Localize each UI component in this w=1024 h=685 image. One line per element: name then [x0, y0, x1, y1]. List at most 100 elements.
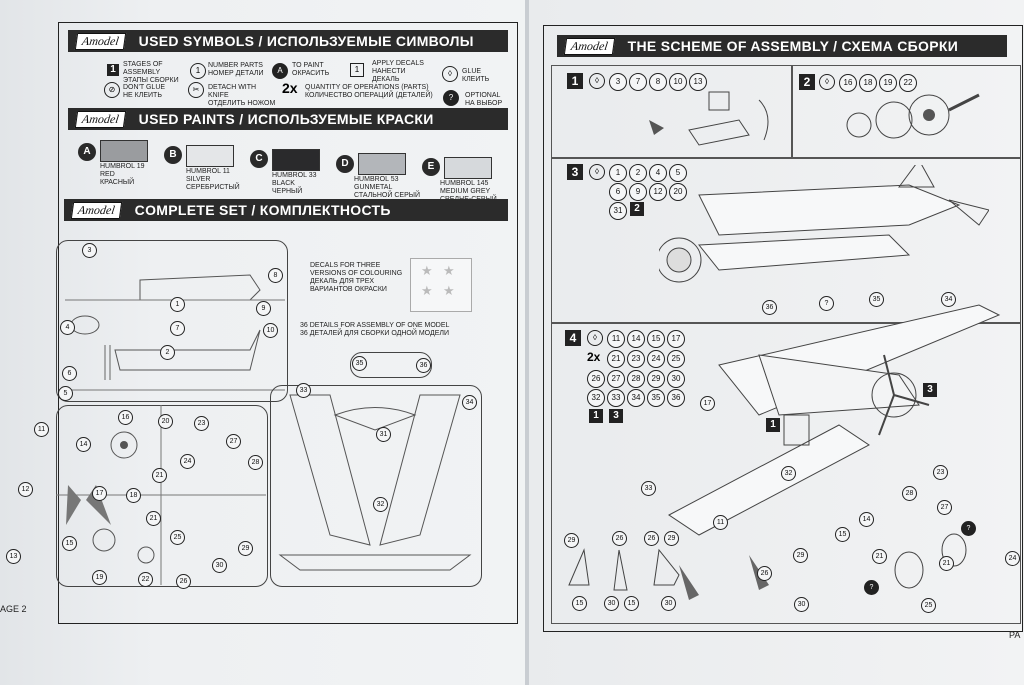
part-17-label: 17 — [92, 486, 107, 501]
symbols-banner: Amodel USED SYMBOLS / ИСПОЛЬЗУЕМЫЕ СИМВО… — [68, 30, 508, 52]
details-note: 36 DETAILS FOR ASSEMBLY OF ONE MODEL 36 … — [300, 322, 450, 337]
decal-sheet-image: ★★ ★★ — [410, 258, 472, 312]
part-26-label: 26 — [176, 574, 191, 589]
final-assembly-drawing — [668, 304, 1001, 600]
detail-30-a: 30 — [604, 596, 619, 611]
assembly-banner: Amodel THE SCHEME OF ASSEMBLY / СХЕМА СБ… — [557, 35, 1007, 57]
part-28-callout: 28 — [902, 486, 917, 501]
left-frame — [58, 22, 518, 624]
paint-a-icon: A — [78, 143, 96, 161]
part-23-label: 23 — [194, 416, 209, 431]
part-26-callout: 26 — [757, 566, 772, 581]
step2-part-18: 18 — [859, 74, 877, 92]
step3-part-4: 4 — [649, 164, 667, 182]
amodel-logo: Amodel — [74, 32, 126, 50]
small-parts-drawing — [56, 405, 266, 585]
detail-29-b: 29 — [664, 531, 679, 546]
optional-icon: ? — [443, 90, 459, 106]
step4-part-26: 26 — [587, 370, 605, 388]
landing-gear-details-drawing — [568, 548, 680, 591]
step4-part-23: 23 — [627, 350, 645, 368]
part-15-callout: 15 — [835, 527, 850, 542]
part-21-label: 21 — [152, 468, 167, 483]
detail-29-a: 29 — [564, 533, 579, 548]
glue-icon: ◊ — [442, 66, 458, 82]
decal-icon: 1 — [350, 63, 364, 77]
step-4-box — [551, 322, 1021, 624]
part-number-icon: 1 — [190, 63, 206, 79]
step-1-number: 1 — [567, 73, 583, 89]
part-30-callout: 30 — [794, 597, 809, 612]
fuselage-assembly-drawing — [659, 165, 989, 283]
paint-swatch-d — [358, 153, 406, 175]
part-20-label: 20 — [158, 414, 173, 429]
step4-part-34: 34 — [627, 389, 645, 407]
glue-icon: ◊ — [589, 164, 605, 180]
step1-part-13: 13 — [689, 73, 707, 91]
part-28-label: 28 — [248, 455, 263, 470]
decal-3-callout: 3 — [923, 383, 937, 397]
step3-part-31: 31 — [609, 202, 627, 220]
part-15-label: 15 — [62, 536, 77, 551]
part-14-label: 14 — [76, 437, 91, 452]
assembly-title: THE SCHEME OF ASSEMBLY / СХЕМА СБОРКИ — [627, 38, 959, 54]
symbol-quantity: QUANTITY OF OPERATIONS (PARTS)КОЛИЧЕСТВО… — [305, 84, 433, 99]
paint-swatch-e — [444, 157, 492, 179]
step-2-box — [791, 65, 1021, 159]
part-10-label: 10 — [263, 323, 278, 338]
part-21-callout: 21 — [872, 549, 887, 564]
part-35-label: 35 — [352, 356, 367, 371]
part-16-label: 16 — [118, 410, 133, 425]
step3-part-2: 2 — [629, 164, 647, 182]
paints-banner: Amodel USED PAINTS / ИСПОЛЬЗУЕМЫЕ КРАСКИ — [68, 108, 508, 130]
part-25-label: 25 — [170, 530, 185, 545]
paint-e-icon: E — [422, 158, 440, 176]
detail-26-a: 26 — [612, 531, 627, 546]
wing-parts-drawing — [278, 394, 472, 571]
part-32-callout: 32 — [781, 466, 796, 481]
step2-part-19: 19 — [879, 74, 897, 92]
symbols-title: USED SYMBOLS / ИСПОЛЬЗУЕМЫЕ СИМВОЛЫ — [138, 33, 474, 49]
step4-part-24: 24 — [647, 350, 665, 368]
part-19-label: 19 — [92, 570, 107, 585]
step4-decal-3: 3 — [609, 409, 623, 423]
step4-decal-1: 1 — [589, 409, 603, 423]
quantity-icon: 2x — [282, 80, 298, 96]
part-35-callout: 35 — [869, 292, 884, 307]
stage-symbol-icon: 1 — [107, 64, 119, 76]
page-number-left: AGE 2 — [0, 604, 27, 614]
step2-part-16: 16 — [839, 74, 857, 92]
part-32-label: 32 — [373, 497, 388, 512]
step1-part-10: 10 — [669, 73, 687, 91]
step4-part-29: 29 — [647, 370, 665, 388]
paint-b-icon: B — [164, 146, 182, 164]
amodel-logo: Amodel — [70, 201, 122, 219]
step3-part-6: 6 — [609, 183, 627, 201]
cockpit-assembly-drawing — [649, 91, 769, 146]
left-page: Amodel USED SYMBOLS / ИСПОЛЬЗУЕМЫЕ СИМВО… — [0, 0, 525, 685]
wing-sprue — [270, 385, 482, 587]
detail-30-b: 30 — [661, 596, 676, 611]
optional-callout-icon: ? — [819, 296, 834, 311]
part-27-callout: 27 — [937, 500, 952, 515]
part-23-callout: 23 — [933, 465, 948, 480]
step3-part-5: 5 — [669, 164, 687, 182]
step4-part-25: 25 — [667, 350, 685, 368]
part-2-label: 2 — [160, 345, 175, 360]
part-29-label: 29 — [238, 541, 253, 556]
right-frame — [543, 25, 1023, 632]
part-12-label: 12 — [18, 482, 33, 497]
step-3-box — [551, 157, 1021, 324]
step1-part-8: 8 — [649, 73, 667, 91]
decal-note: DECALS FOR THREE VERSIONS OF COLOURING Д… — [310, 262, 403, 293]
part-11-label: 11 — [34, 422, 49, 437]
